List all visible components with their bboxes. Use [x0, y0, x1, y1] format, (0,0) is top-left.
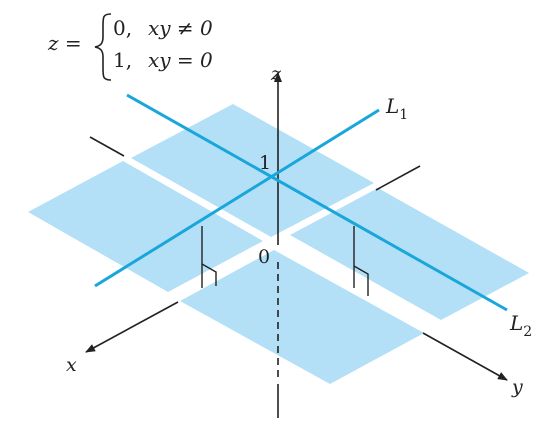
x-axis-arrow: [85, 301, 179, 353]
y-axis-label: y: [511, 376, 523, 398]
formula-case-2-condition: xy = 0: [148, 48, 213, 72]
line-l2-label: L2: [509, 311, 532, 340]
y-axis-back-segment: [375, 165, 421, 191]
line-l2-letter: L: [509, 311, 523, 335]
piecewise-formula: z = 0, xy ≠ 0 1, xy = 0: [47, 13, 213, 81]
plane-quadrant-back: [131, 104, 374, 237]
line-l1-subscript: 1: [399, 107, 408, 123]
right-angle-markers: [201, 226, 369, 296]
lines-at-height-one: [94, 93, 508, 312]
y-axis-arrow: [422, 332, 508, 381]
line-l1: [94, 108, 380, 288]
right-angle-mark-left: [201, 263, 217, 286]
axes: [85, 72, 508, 418]
labels: z x y 1 0 L1 L2: [66, 63, 532, 398]
formula-lhs: z =: [47, 31, 82, 55]
line-l2: [126, 93, 508, 312]
formula-case-2-value: 1,: [113, 48, 132, 72]
right-angle-mark-right: [353, 265, 369, 296]
origin-label: 0: [258, 246, 270, 268]
formula-brace: [94, 13, 112, 81]
line-l1-label: L1: [385, 94, 408, 123]
formula-case-1-value: 0,: [113, 16, 132, 40]
x-axis-back-segment: [89, 136, 125, 157]
formula-case-1-condition: xy ≠ 0: [148, 16, 213, 40]
plane-quadrant-left: [28, 161, 263, 292]
line-l1-letter: L: [385, 94, 399, 118]
line-l2-subscript: 2: [523, 324, 532, 340]
height-one-label: 1: [259, 152, 271, 174]
plane-quadrant-front: [180, 250, 424, 384]
z-axis-label: z: [270, 63, 282, 85]
x-axis-label: x: [66, 354, 77, 376]
